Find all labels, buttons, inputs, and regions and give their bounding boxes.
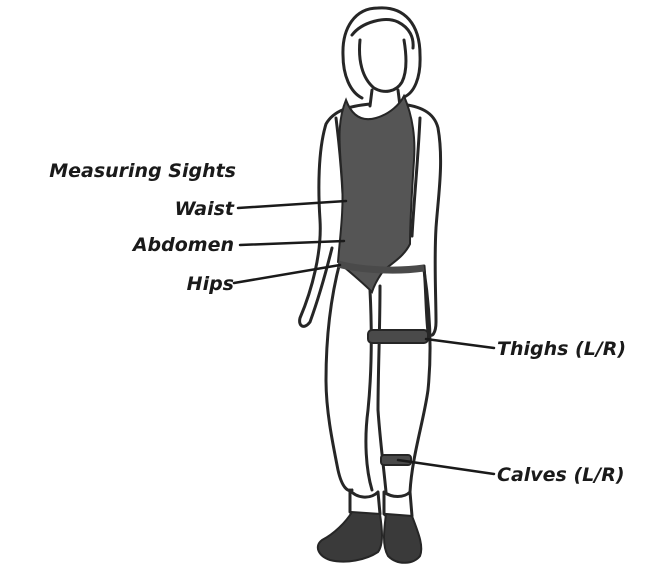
thighs-leader-line	[426, 339, 494, 348]
left-shoe	[318, 512, 382, 562]
thigh-band	[368, 330, 428, 343]
waist-leader-line	[238, 201, 346, 208]
calves-label: Calves (L/R)	[497, 466, 625, 485]
swimsuit	[338, 96, 414, 292]
hips-label: Hips	[100, 275, 234, 294]
right-shoe	[384, 514, 421, 563]
face-outline	[360, 40, 406, 91]
hair-outline	[343, 8, 420, 98]
abdomen-label: Abdomen	[100, 236, 234, 255]
abdomen-leader-line	[240, 241, 344, 245]
left-leg-outline	[326, 262, 372, 490]
diagram-title: Measuring Sights	[18, 162, 236, 181]
waist-label: Waist	[100, 200, 234, 219]
thighs-label: Thighs (L/R)	[497, 340, 626, 359]
